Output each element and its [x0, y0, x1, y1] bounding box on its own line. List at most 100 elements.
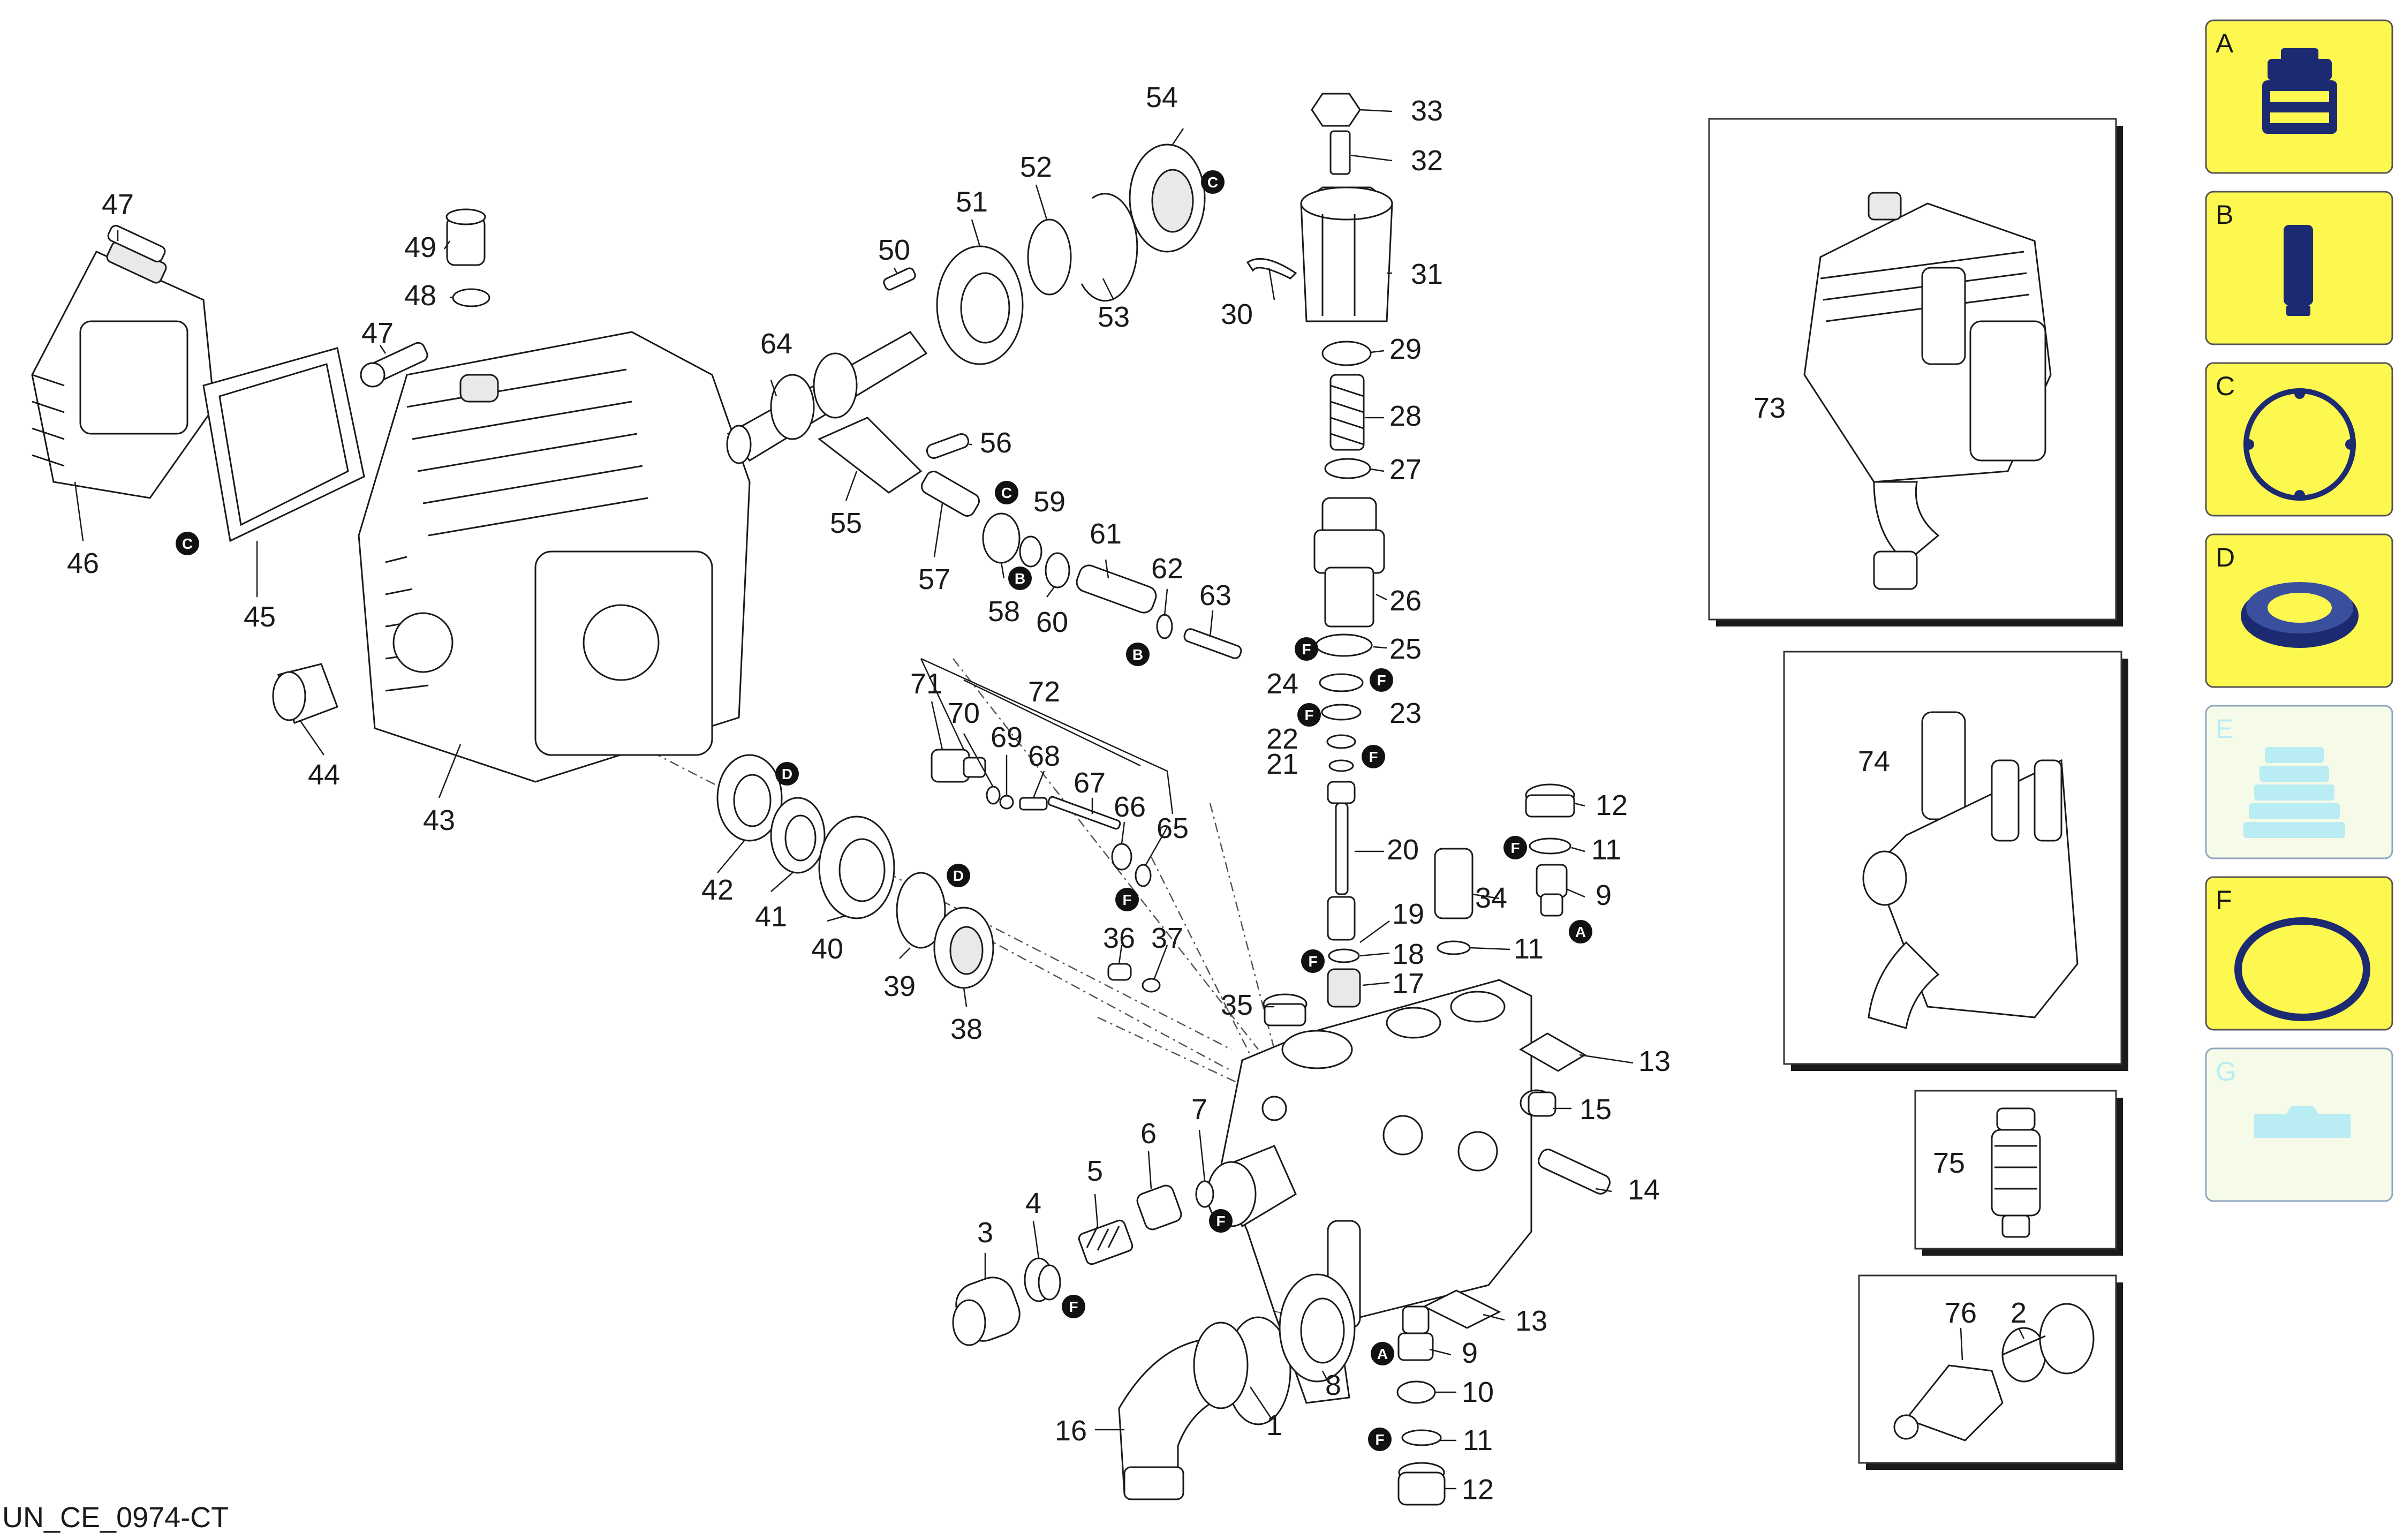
svg-text:G: G	[2216, 1056, 2236, 1086]
callout-40: 40	[811, 933, 843, 965]
badge-a-1: A	[1569, 920, 1592, 943]
guide-57	[920, 471, 980, 517]
badge-c-3: C	[176, 532, 199, 555]
callout-57: 57	[918, 563, 950, 595]
washer-70	[986, 786, 1001, 805]
bolt-63	[1183, 628, 1242, 659]
callout-50: 50	[878, 234, 910, 266]
o-ring-7	[1195, 1180, 1214, 1208]
o-ring-icon	[2234, 917, 2370, 1021]
svg-text:C: C	[1207, 174, 1218, 191]
o-ring-24	[1319, 673, 1364, 692]
plug-34	[1434, 848, 1473, 919]
elbow-16	[1118, 1322, 1249, 1500]
badge-b-1: B	[1008, 567, 1032, 590]
callout-53: 53	[1098, 301, 1130, 333]
housing-26	[1313, 497, 1385, 628]
inset-assembly-76: 76 2	[1858, 1274, 2123, 1470]
plug-35	[1263, 993, 1308, 1026]
badge-f-6: F	[1301, 949, 1325, 973]
rear-cover-46	[31, 241, 215, 499]
legend-item-e: E	[2205, 705, 2393, 859]
seal-38	[933, 907, 994, 989]
callout-58: 58	[988, 595, 1020, 628]
badge-b-2: B	[1126, 643, 1150, 666]
plug-71	[931, 749, 986, 783]
callout-65: 65	[1157, 812, 1189, 844]
crankshaft-64	[726, 331, 928, 464]
callout-36: 36	[1103, 922, 1135, 954]
svg-text:D: D	[953, 867, 964, 884]
gasket-icon	[2243, 388, 2356, 501]
inset-label-75: 75	[1933, 1147, 1965, 1179]
inset-label-73: 73	[1754, 392, 1786, 424]
ring-60	[1045, 552, 1070, 588]
ring-52	[1027, 218, 1072, 296]
callout-32: 32	[1411, 145, 1443, 177]
svg-text:F: F	[1304, 707, 1313, 723]
inset-label-2: 2	[2011, 1297, 2027, 1329]
callout-70: 70	[948, 697, 980, 729]
callout-3: 3	[977, 1217, 993, 1249]
callout-24: 24	[1266, 668, 1298, 700]
pin-icon	[2284, 225, 2313, 316]
nipple-8	[1279, 1273, 1356, 1383]
manifold-body	[1206, 979, 1532, 1404]
o-ring-65	[1135, 864, 1152, 887]
callout-37: 37	[1151, 922, 1183, 954]
callout-1: 1	[1266, 1409, 1282, 1441]
svg-text:D: D	[2216, 542, 2235, 572]
knob-31	[1300, 186, 1393, 322]
callout-64: 64	[760, 328, 792, 360]
bolt-14	[1538, 1149, 1611, 1195]
badge-c-1: C	[1201, 170, 1225, 194]
legend-item-f: F	[2205, 876, 2393, 1031]
spring-28	[1329, 374, 1365, 451]
cap-29	[1321, 341, 1372, 366]
ball-69	[999, 795, 1014, 810]
o-ring-22	[1326, 734, 1356, 749]
legend-item-a: A	[2205, 19, 2393, 174]
callout-19: 19	[1392, 898, 1424, 930]
svg-text:A: A	[1377, 1346, 1388, 1362]
badge-f-2: F	[1370, 668, 1393, 692]
badge-f-1: F	[1295, 637, 1318, 661]
callout-48: 48	[404, 280, 436, 312]
bellows-icon	[2243, 747, 2345, 838]
inset-assembly-75: 75	[1914, 1090, 2123, 1256]
callout-10: 10	[1462, 1376, 1494, 1408]
callout-11-lower: 11	[1463, 1424, 1493, 1456]
callout-38: 38	[950, 1013, 983, 1045]
callout-12-upper: 12	[1596, 789, 1628, 821]
o-ring-11-upper	[1437, 940, 1471, 955]
pump-housing-43	[358, 331, 751, 783]
drawing-code-label: UN_CE_0974-CT	[2, 1501, 229, 1534]
plug-12-lower	[1397, 1462, 1446, 1506]
plug-12-upper	[1525, 783, 1575, 818]
spring-5	[1078, 1219, 1134, 1265]
legend-item-d: D	[2205, 533, 2393, 688]
callout-33: 33	[1411, 95, 1443, 127]
callout-21: 21	[1266, 748, 1298, 780]
badge-a-2: A	[1371, 1342, 1394, 1365]
callout-22: 22	[1266, 723, 1298, 755]
badge-f-8: F	[1209, 1209, 1233, 1233]
valve-9-upper	[1536, 864, 1568, 917]
o-ring-4-b	[1038, 1264, 1061, 1301]
seal-41	[770, 797, 826, 874]
badge-f-10: F	[1368, 1428, 1392, 1451]
oil-cap-49	[445, 208, 486, 266]
callout-18: 18	[1392, 938, 1424, 970]
retainer-40	[818, 816, 895, 919]
circlip-53	[1080, 193, 1138, 302]
badge-f-7: F	[1115, 888, 1139, 911]
callout-66: 66	[1114, 791, 1146, 823]
inset-assembly-73: 73	[1708, 118, 2123, 626]
callout-60: 60	[1036, 606, 1068, 638]
svg-text:D: D	[782, 766, 792, 782]
callout-47-upper: 47	[102, 188, 134, 221]
svg-text:F: F	[1216, 1213, 1225, 1229]
callout-45: 45	[244, 601, 276, 633]
callout-13-upper: 13	[1638, 1045, 1671, 1077]
